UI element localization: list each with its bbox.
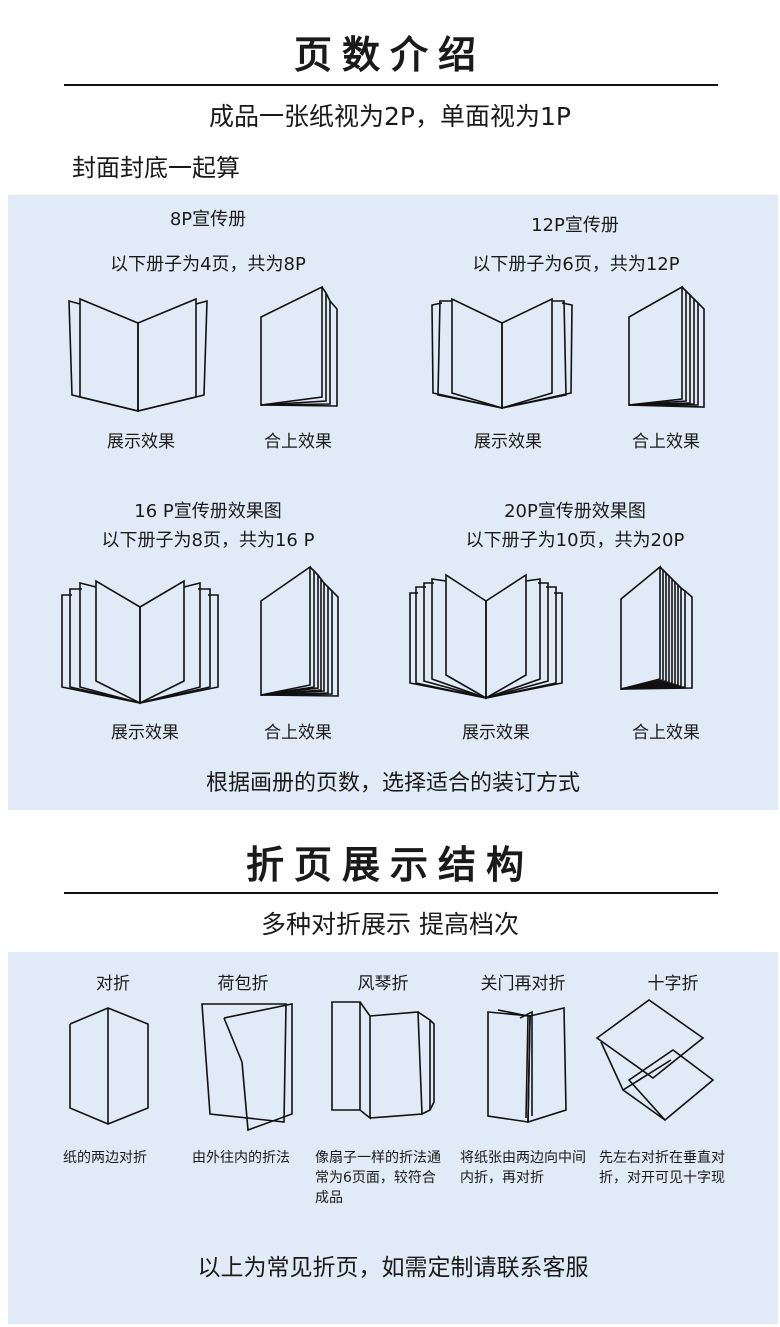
brochure-20p-desc: 以下册子为10页，共为20P <box>465 530 685 551</box>
cover-note: 封面封底一起算 <box>72 154 240 182</box>
closed-book-8p-icon <box>260 285 338 407</box>
fold-pocket-desc: 由外往内的折法 <box>192 1150 290 1166</box>
title-divider <box>64 84 718 86</box>
closed-label-20p: 合上效果 <box>632 723 700 743</box>
fold-half-name: 对折 <box>96 974 130 994</box>
fold-cross-name: 十字折 <box>647 974 699 994</box>
fold-half-desc: 纸的两边对折 <box>63 1150 147 1166</box>
open-label-16p: 展示效果 <box>111 723 179 743</box>
binding-note: 根据画册的页数，选择适合的装订方式 <box>205 771 580 796</box>
brochure-8p-name: 8P宣传册 <box>169 209 247 230</box>
fold-panel: 对折 纸的两边对折 荷包折 由外往内的折法 风琴折 像扇子一样的折法通常为6页面… <box>8 952 778 1324</box>
fold-title-divider <box>64 892 718 894</box>
pocket-fold-icon <box>201 1003 293 1132</box>
cross-fold-icon <box>595 999 715 1122</box>
open-book-16p-icon <box>61 579 219 705</box>
open-book-20p-icon <box>409 573 563 700</box>
open-label-12p: 展示效果 <box>474 432 542 452</box>
closed-label-16p: 合上效果 <box>264 723 332 743</box>
gate-fold-icon <box>487 1006 567 1124</box>
brochure-12p-name: 12P宣传册 <box>531 215 619 236</box>
brochure-panel: 8P宣传册 以下册子为4页，共为8P 展示效果 合上效果 12P宣传册 以下册子… <box>8 195 778 810</box>
open-label-8p: 展示效果 <box>107 432 175 452</box>
custom-fold-note: 以上为常见折页，如需定制请联系客服 <box>197 1255 589 1281</box>
page-count-title: 页数介绍 <box>293 33 486 77</box>
closed-book-12p-icon <box>628 285 705 408</box>
fold-accordion-name: 风琴折 <box>357 974 409 994</box>
open-book-8p-icon <box>68 297 208 413</box>
brochure-20p-name: 20P宣传册效果图 <box>504 501 646 522</box>
brochure-12p-desc: 以下册子为6页，共为12P <box>472 254 680 275</box>
brochure-8p-desc: 以下册子为4页，共为8P <box>110 254 306 275</box>
fold-structure-title: 折页展示结构 <box>245 843 534 887</box>
fold-cross-desc: 先左右对折在垂直对折，对开可见十字现 <box>599 1150 725 1186</box>
brochure-16p-name: 16 P宣传册效果图 <box>134 501 282 522</box>
accordion-fold-icon <box>331 1001 435 1120</box>
page-count-subtitle: 成品一张纸视为2P，单面视为1P <box>209 102 571 131</box>
fold-pocket-name: 荷包折 <box>217 974 269 994</box>
open-book-12p-icon <box>431 297 573 410</box>
closed-label-12p: 合上效果 <box>632 432 700 452</box>
fold-gate-name: 关门再对折 <box>480 974 566 994</box>
half-fold-icon <box>69 1007 149 1125</box>
open-label-20p: 展示效果 <box>462 723 530 743</box>
closed-book-16p-icon <box>260 565 339 697</box>
fold-structure-subtitle: 多种对折展示 提高档次 <box>261 910 519 939</box>
brochure-16p-desc: 以下册子为8页，共为16 P <box>101 530 315 551</box>
closed-book-20p-icon <box>620 565 693 691</box>
fold-accordion-desc: 像扇子一样的折法通常为6页面，较符合成品 <box>315 1150 441 1206</box>
fold-gate-desc: 将纸张由两边向中间内折，再对折 <box>460 1150 586 1186</box>
closed-label-8p: 合上效果 <box>264 432 332 452</box>
